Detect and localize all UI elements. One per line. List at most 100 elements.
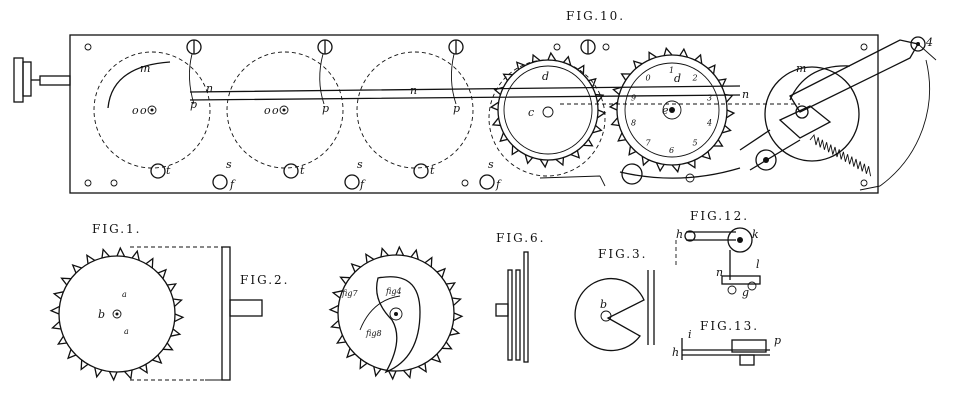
label-d1: d <box>542 70 549 83</box>
gear-tooth <box>328 304 339 314</box>
fig1-label-a1: a <box>122 290 127 299</box>
gear-tooth <box>701 151 712 160</box>
gear-tooth <box>724 93 734 103</box>
gear-tooth <box>641 156 650 167</box>
gear-tooth <box>52 291 64 300</box>
fig13-title: FIG.13. <box>700 319 759 333</box>
label-4: 4 <box>925 36 933 49</box>
gear-tooth <box>108 371 118 382</box>
fig10-title: FIG.10. <box>566 9 625 23</box>
label-p3: p <box>453 102 460 115</box>
gear-tooth <box>346 348 356 359</box>
gear-tooth <box>380 246 389 258</box>
lever-mechanism <box>764 36 937 191</box>
label-o2: o <box>140 104 147 117</box>
gear-tooth <box>170 328 182 337</box>
plate-screw-holes <box>84 43 868 187</box>
label-o1: o <box>132 104 139 117</box>
dial-digit: 3 <box>707 94 712 103</box>
gear-tooth <box>124 369 133 381</box>
label-fig8: fig8 <box>365 329 382 338</box>
gear-tooth <box>502 73 513 81</box>
gear-tooth <box>403 368 412 380</box>
dial-digit: 6 <box>669 146 674 155</box>
gear-tooth <box>707 64 716 75</box>
fig6-title: FIG.6. <box>496 231 546 245</box>
fig12-label-h: h <box>676 228 683 241</box>
gear-tooth <box>694 53 703 64</box>
label-o4: o <box>272 104 279 117</box>
gear-tooth <box>570 150 581 159</box>
gear-tooth <box>60 277 72 286</box>
gear-tooth <box>157 268 167 279</box>
gear-tooth <box>721 125 732 134</box>
fig7-wheel: fig7 fig4 fig8 <box>328 245 464 381</box>
gear-tooth <box>628 145 637 156</box>
crank-handle <box>13 57 71 103</box>
label-p1: p <box>190 98 197 111</box>
gear-tooth <box>687 160 696 169</box>
fig12: FIG.12. h k l n g <box>675 209 761 299</box>
gear-tooth <box>453 312 464 322</box>
gear-tooth <box>417 363 427 374</box>
gear-tooth <box>493 86 504 96</box>
gear-tooth <box>451 297 463 306</box>
gear-tooth <box>515 61 526 70</box>
label-n1: n <box>206 82 213 95</box>
gear-tooth <box>49 305 60 315</box>
gear-tooth <box>67 349 77 360</box>
gear-tooth <box>335 334 346 344</box>
fig12-label-g: g <box>742 286 749 299</box>
gear-tooth <box>718 78 727 88</box>
gear-tooth <box>632 60 643 69</box>
wheel-outline-3 <box>356 51 474 169</box>
wheel-outline-2 <box>226 51 344 169</box>
gear-tooth <box>167 283 178 293</box>
gear-tooth <box>172 298 184 307</box>
fig13-label-h: h <box>672 346 679 359</box>
fig3: FIG.3. b <box>574 247 655 352</box>
gear-tooth <box>131 249 140 261</box>
bar-n <box>189 85 741 101</box>
dial-digit: 5 <box>693 138 698 147</box>
gear-tooth <box>588 77 597 88</box>
gear-tooth <box>608 101 618 111</box>
label-s2: s <box>357 158 363 171</box>
dial-digit: 9 <box>631 94 636 103</box>
wheel-outline-1 <box>93 51 211 169</box>
fig13: FIG.13. i h p <box>672 319 781 366</box>
gear-tooth <box>431 353 442 363</box>
label-e: e <box>662 104 669 117</box>
label-fig4: fig4 <box>385 287 402 296</box>
label-m2: m <box>796 62 806 75</box>
gear-tooth <box>116 246 126 257</box>
gear-tooth <box>511 145 519 156</box>
top-screws <box>186 39 596 55</box>
fig1-label-a2: a <box>124 327 129 336</box>
label-s1: s <box>226 158 232 171</box>
label-m1: m <box>140 62 150 75</box>
gear-tooth <box>145 257 154 269</box>
gear-tooth <box>436 267 446 278</box>
gear-tooth <box>491 117 501 127</box>
gear-tooth <box>671 164 681 174</box>
dial-digit: 0 <box>645 74 650 83</box>
fig3-label-b: b <box>600 298 607 311</box>
gear-tooth <box>539 159 549 169</box>
gear-tooth <box>86 253 96 264</box>
gear-tooth <box>395 245 405 256</box>
label-c: c <box>528 106 534 119</box>
gear-tooth <box>547 51 557 61</box>
dial-digit: 1 <box>669 66 674 75</box>
center-holes <box>147 105 289 115</box>
gear-tooth <box>610 117 620 127</box>
gear-tooth <box>387 370 397 381</box>
gear-tooth <box>595 93 605 103</box>
label-o3: o <box>264 104 271 117</box>
gear-tooth <box>524 154 534 165</box>
fig12-label-n: n <box>716 266 723 279</box>
label-s3: s <box>488 158 494 171</box>
base-plate <box>69 34 879 194</box>
gear-tooth <box>424 256 433 268</box>
